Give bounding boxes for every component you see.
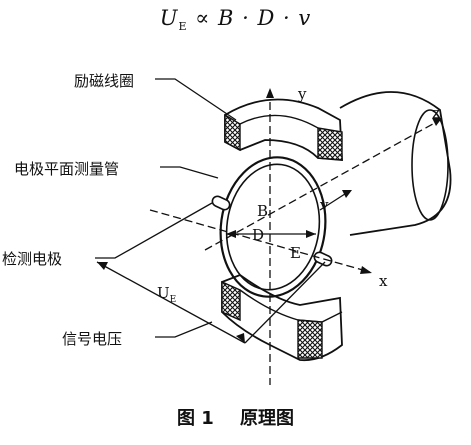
figure-title: 原理图 xyxy=(240,408,295,429)
pipe-end xyxy=(411,109,449,221)
v-arrow xyxy=(319,191,349,211)
label-electrode: 检测电极 xyxy=(2,250,63,268)
z-axis xyxy=(204,119,441,251)
ue-line-right xyxy=(244,261,326,344)
label-signal-voltage: 信号电压 xyxy=(62,330,123,348)
figure-caption: 图 1 原理图 xyxy=(0,404,471,430)
symbol-ue: UE xyxy=(157,284,176,305)
tube-ring-inner xyxy=(225,163,321,291)
figure-number: 图 1 xyxy=(176,408,214,429)
symbol-ue-main: U xyxy=(157,284,170,302)
formula-lhs-subscript: E xyxy=(178,20,188,34)
ue-arrow-right xyxy=(236,333,245,343)
symbol-z: z xyxy=(432,104,440,122)
label-excitation-coil: 励磁线圈 xyxy=(74,72,135,90)
d-arrow-head-right xyxy=(306,230,316,238)
ue-arrow-left xyxy=(97,262,108,270)
electrode-left xyxy=(211,195,231,211)
leader-voltage xyxy=(155,321,213,338)
formula-lhs: U xyxy=(159,6,179,30)
leader-coil xyxy=(155,78,237,121)
electrode-right xyxy=(313,251,333,267)
z-arrow-head xyxy=(432,118,442,126)
symbol-b: B xyxy=(257,202,269,220)
formula-rhs: ∝ B · D · v xyxy=(195,6,312,30)
leader-tube xyxy=(160,166,219,179)
ue-line-left xyxy=(96,261,246,344)
v-arrow-head xyxy=(342,190,352,198)
symbol-d: D xyxy=(252,226,265,244)
upper-coil xyxy=(224,98,343,161)
formula: UE ∝ B · D · v xyxy=(0,6,471,33)
symbol-ue-sub: E xyxy=(169,295,177,305)
label-measuring-tube: 电极平面测量管 xyxy=(14,160,120,178)
symbol-x: x xyxy=(379,272,388,290)
x-arrow-head xyxy=(360,266,372,274)
symbol-y: y xyxy=(298,85,307,103)
pipe-body xyxy=(339,91,452,236)
symbol-v: v xyxy=(320,196,329,214)
leader-electrode xyxy=(95,202,213,259)
y-arrow-head xyxy=(266,88,274,98)
d-arrow-head-left xyxy=(226,230,236,238)
x-axis xyxy=(149,209,371,273)
tube-ring-outer xyxy=(219,156,327,298)
symbol-e: E xyxy=(290,244,301,262)
